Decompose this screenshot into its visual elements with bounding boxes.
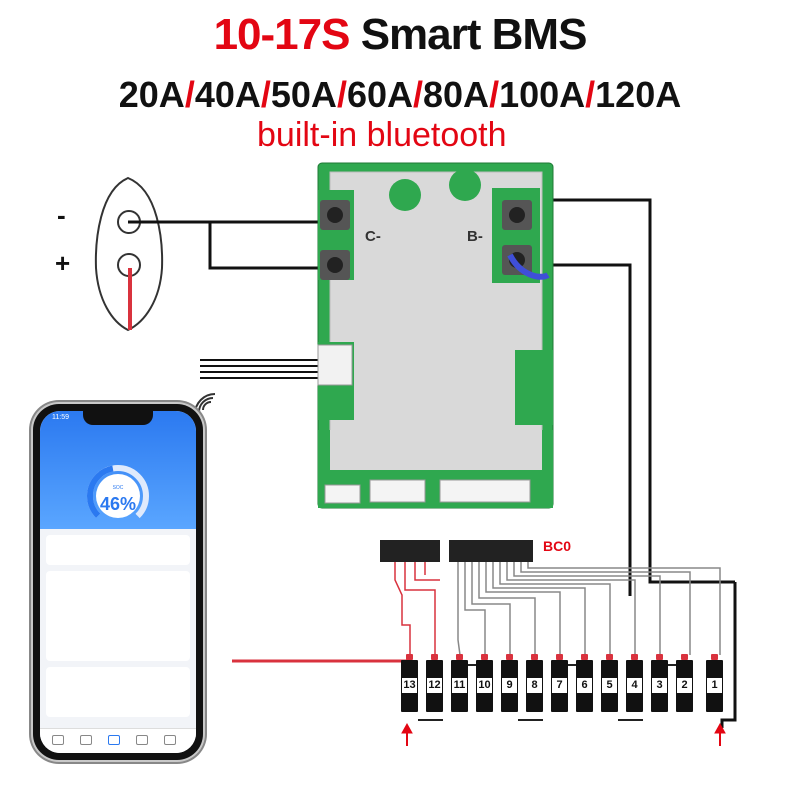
tab-icon[interactable] <box>136 735 148 745</box>
current-rating: 120A <box>595 74 682 115</box>
cell: 9 <box>501 654 518 712</box>
connector-left <box>380 540 440 562</box>
cell: 2 <box>676 654 693 712</box>
current-rating: 60A <box>346 74 413 115</box>
cell: 1 <box>706 654 723 712</box>
temperature-card <box>46 667 190 717</box>
connector-label: BC0 <box>543 538 572 554</box>
current-rating: 100A <box>499 74 586 115</box>
smartphone: 11:59 SOC 46% <box>33 404 203 760</box>
bluetooth-signal-icon <box>194 393 216 415</box>
cell: 5 <box>601 654 618 712</box>
stats-card <box>46 571 190 661</box>
current-rating: 50A <box>270 74 337 115</box>
cell: 3 <box>651 654 668 712</box>
b-minus-wire-2 <box>540 263 632 596</box>
connector-right <box>449 540 533 562</box>
plus-sign: + <box>55 248 71 278</box>
arrow-up-icon <box>401 722 413 746</box>
current-rating: 40A <box>194 74 261 115</box>
model-series: 10-17S <box>213 10 351 59</box>
status-time: 11:59 <box>52 414 69 421</box>
current-rating: 20A <box>118 74 185 115</box>
product-title: 10-17S Smart BMS <box>0 10 800 60</box>
current-ratings: 20A/40A/50A/60A/80A/100A/120A <box>118 74 682 115</box>
arrow-up-icon <box>714 722 726 746</box>
cell: 7 <box>551 654 568 712</box>
cell: 13 <box>401 654 418 712</box>
soc-value: 46% <box>99 494 137 514</box>
tab-icon[interactable] <box>164 735 176 745</box>
app-body <box>40 529 196 753</box>
minus-sign: - <box>57 200 66 230</box>
soc-gauge <box>87 465 149 527</box>
cell: 4 <box>626 654 643 712</box>
tab-icon[interactable] <box>52 735 64 745</box>
cell: 11 <box>451 654 468 712</box>
balance-leads <box>457 562 721 656</box>
tab-icon[interactable] <box>108 735 120 745</box>
app-screen: 11:59 SOC 46% <box>40 411 196 753</box>
c-minus-label: C- <box>365 228 381 245</box>
b-minus-label: B- <box>467 228 483 245</box>
cell: 10 <box>476 654 493 712</box>
model-name: Smart BMS <box>349 10 588 59</box>
app-header: SOC 46% <box>40 411 196 529</box>
cell: 12 <box>426 654 443 712</box>
tab-bar[interactable] <box>40 728 196 753</box>
switch-card <box>46 535 190 565</box>
tab-icon[interactable] <box>80 735 92 745</box>
soc-label: SOC <box>112 485 124 491</box>
feature-text: built-in bluetooth <box>257 116 507 154</box>
cell: 6 <box>576 654 593 712</box>
negative-wire-2 <box>208 222 340 270</box>
cell: 8 <box>526 654 543 712</box>
red-balance-leads <box>394 562 440 655</box>
bms-board <box>317 162 554 509</box>
b-minus-wire <box>540 198 735 584</box>
current-rating: 80A <box>423 74 490 115</box>
